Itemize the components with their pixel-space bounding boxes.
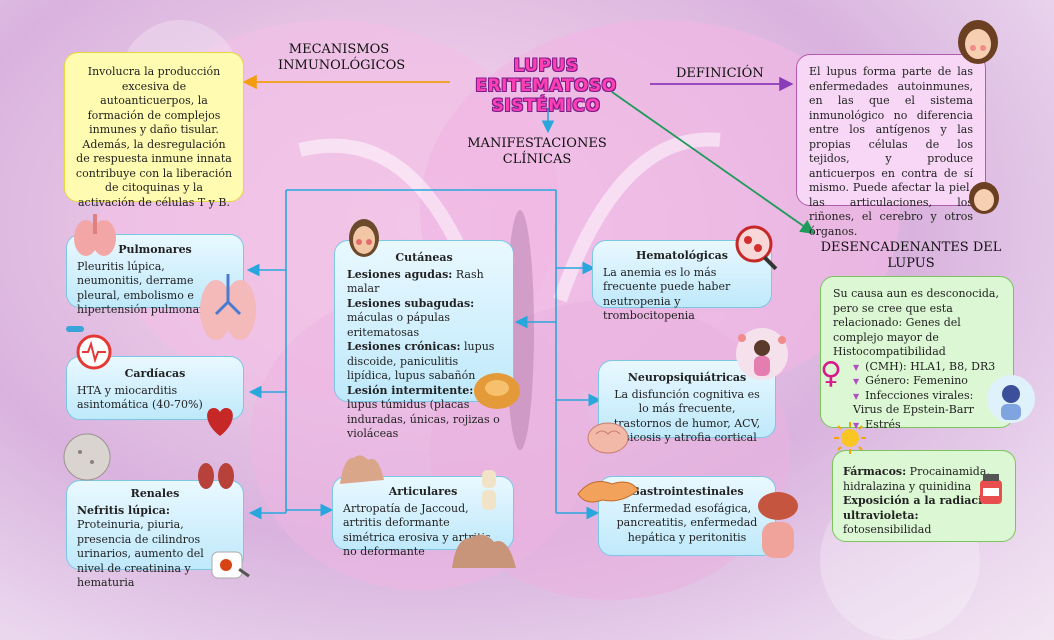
renales-title: Renales bbox=[130, 487, 180, 500]
hematologicas-title: Hematológicas bbox=[636, 249, 728, 262]
definicion-text: El lupus forma parte de las enfermedades… bbox=[809, 65, 973, 238]
articulares-text: Artropatía de Jaccoud, artritis deforman… bbox=[343, 501, 491, 559]
neuro-text: La disfunción cognitiva es lo más frecue… bbox=[613, 387, 761, 445]
articulares-title: Articulares bbox=[388, 485, 458, 498]
title-line-2: SISTÉMICO bbox=[491, 96, 601, 117]
knee-joint-icon bbox=[482, 470, 496, 510]
hands-icon bbox=[340, 455, 384, 484]
woman-face-icon bbox=[958, 20, 998, 64]
neuro-title: Neuropsiquiátricas bbox=[627, 371, 747, 384]
cutaneas-text: Lesiones agudas: Rash malar Lesiones sub… bbox=[347, 267, 500, 441]
label-definicion: DEFINICIÓN bbox=[676, 66, 764, 81]
renales-text: Nefritis lúpica: Proteinuria, piuria, pr… bbox=[77, 503, 204, 590]
farmacos-text: Fármacos: Procainamida, hidralazina y qu… bbox=[843, 465, 998, 537]
mecanismos-box: Involucra la producción excesiva de auto… bbox=[64, 52, 244, 209]
heart-monitor-icon bbox=[66, 326, 112, 370]
heart-icon bbox=[207, 408, 233, 436]
lungs-icon bbox=[74, 214, 116, 256]
skin-lesion-icon bbox=[474, 373, 520, 409]
malar-rash-face-icon bbox=[349, 219, 379, 257]
woman-face-icon bbox=[969, 182, 999, 214]
petri-dish-icon bbox=[63, 433, 111, 481]
hematologicas-text: La anemia es lo más frecuente puede habe… bbox=[603, 265, 731, 323]
cutaneas-title: Cutáneas bbox=[395, 251, 453, 264]
articulares-box: Articulares Artropatía de Jaccoud, artri… bbox=[332, 476, 514, 558]
pancreas-icon bbox=[577, 481, 639, 503]
main-title: LUPUS ERITEMATOSO SISTÉMICO bbox=[440, 56, 652, 116]
list-item: Infecciones virales: Virus de Epstein-Ba… bbox=[853, 389, 1001, 418]
digestive-system-icon bbox=[758, 492, 798, 558]
list-item: (CMH): HLA1, B8, DR3 bbox=[853, 360, 1001, 375]
cutaneas-box: Cutáneas Lesiones agudas: Rash malar Les… bbox=[334, 240, 514, 440]
medicine-bottle-icon bbox=[980, 474, 1002, 504]
gastro-box: Gastrointestinales Enfermedad esofágica,… bbox=[598, 476, 776, 556]
sick-person-icon bbox=[987, 375, 1035, 423]
hands-icon bbox=[452, 534, 516, 568]
cardiacas-title: Cardíacas bbox=[124, 367, 186, 380]
cardiacas-text: HTA y miocarditis asintomática (40-70%) bbox=[77, 383, 203, 412]
desencadenantes-intro: Su causa aun es desconocida, pero se cre… bbox=[833, 287, 999, 359]
person-thinking-icon bbox=[736, 328, 788, 380]
blood-cells-magnifier-icon bbox=[735, 225, 778, 271]
lungs-icon bbox=[200, 274, 256, 340]
list-item: Género: Femenino bbox=[853, 374, 1001, 389]
label-desencadenantes: DESENCADENANTES DEL LUPUS bbox=[820, 240, 1002, 271]
pulmonares-text: Pleuritis lúpica, neumonitis, derrame pl… bbox=[77, 259, 217, 317]
title-line-1: LUPUS ERITEMATOSO bbox=[475, 56, 617, 97]
desencadenantes-list: (CMH): HLA1, B8, DR3 Género: Femenino In… bbox=[853, 360, 1001, 433]
gastro-title: Gastrointestinales bbox=[630, 485, 744, 498]
definicion-box: El lupus forma parte de las enfermedades… bbox=[796, 54, 986, 238]
urine-sample-icon bbox=[211, 551, 250, 579]
label-manifestaciones: MANIFESTACIONES CLÍNICAS bbox=[467, 136, 607, 167]
list-item: Estrés bbox=[853, 418, 1001, 433]
brain-icon bbox=[587, 422, 629, 454]
sun-icon bbox=[834, 422, 866, 454]
label-mecanismos: MECANISMOS INMUNOLÓGICOS bbox=[278, 42, 406, 73]
farmacos-box: Fármacos: Procainamida, hidralazina y qu… bbox=[832, 450, 1016, 542]
kidneys-icon bbox=[198, 463, 234, 489]
female-symbol-icon: ♀ bbox=[820, 356, 842, 391]
cardiacas-box: Cardíacas HTA y miocarditis asintomática… bbox=[66, 356, 244, 420]
desencadenantes-box: Su causa aun es desconocida, pero se cre… bbox=[820, 276, 1014, 431]
gastro-text: Enfermedad esofágica, pancreatitis, enfe… bbox=[616, 501, 758, 544]
pulmonares-title: Pulmonares bbox=[118, 243, 192, 256]
mecanismos-text: Involucra la producción excesiva de auto… bbox=[75, 65, 233, 209]
